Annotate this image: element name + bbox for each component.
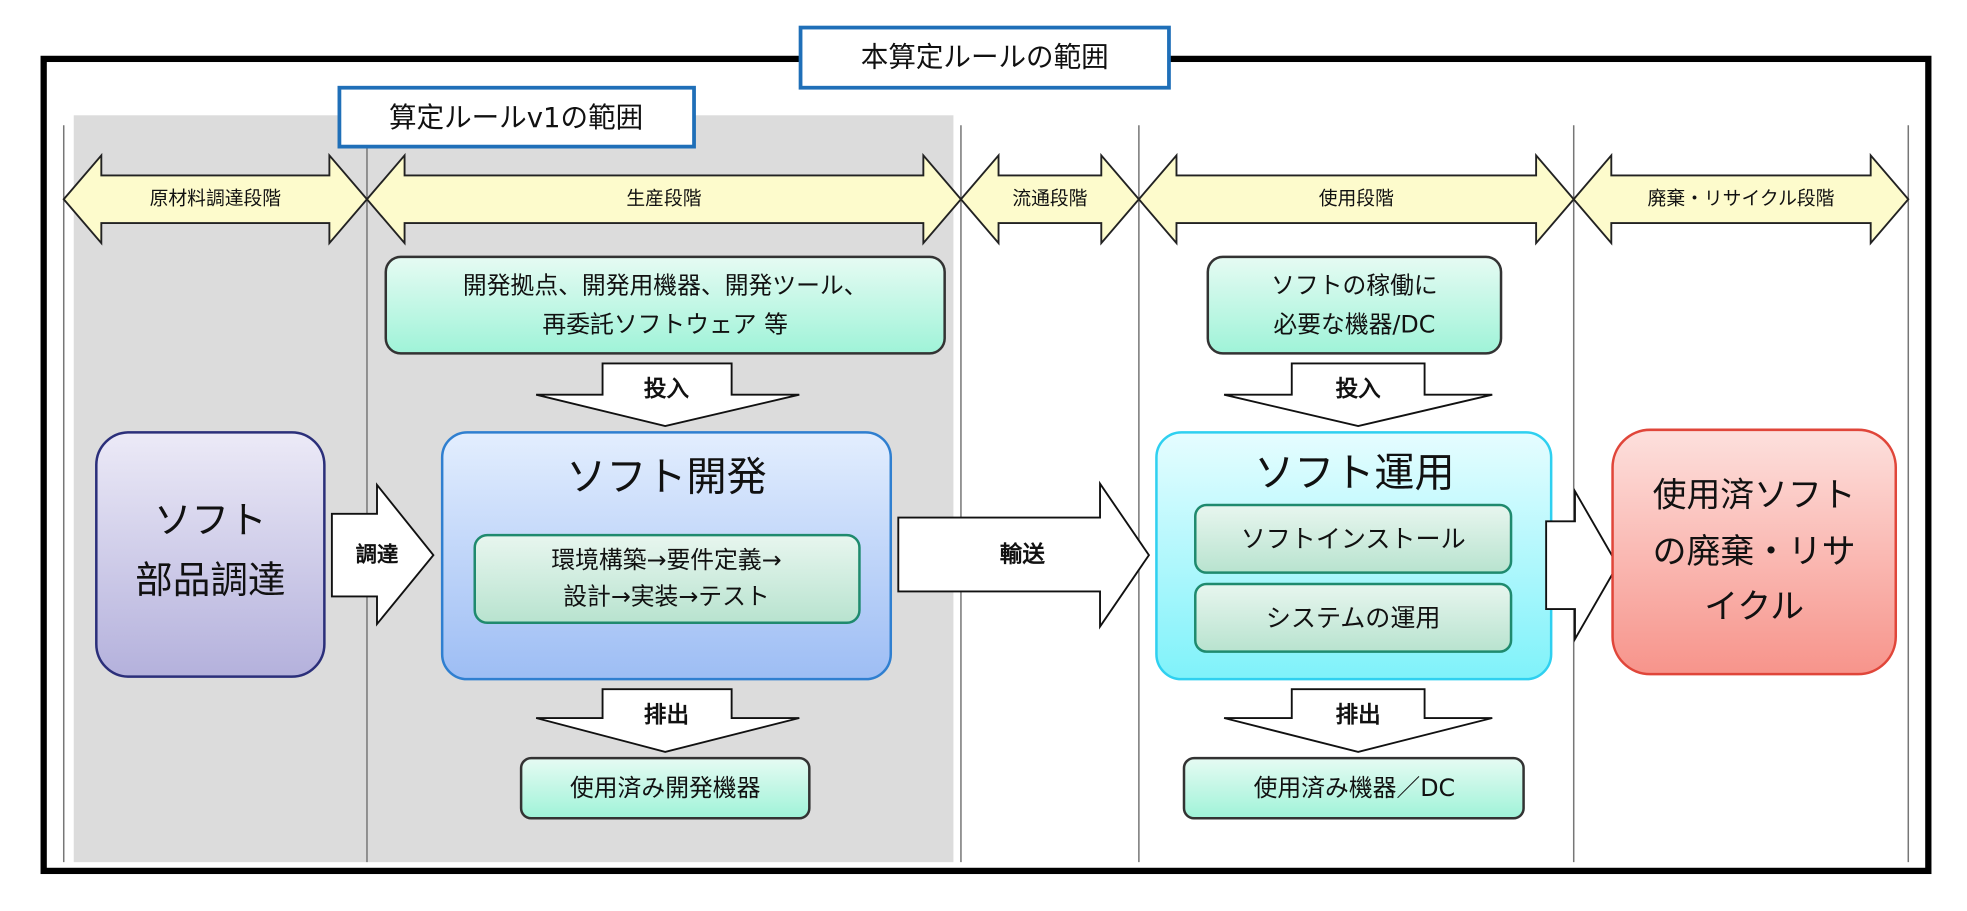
operation-title: ソフト運用 <box>1254 451 1454 497</box>
stage-arrow <box>1572 152 1910 246</box>
procurement-arrow: 調達 <box>330 482 435 627</box>
output-arrow-development-label: 排出 <box>644 703 689 729</box>
procurement-arrow-label: 調達 <box>356 542 399 568</box>
transport-arrow: 輸送 <box>897 480 1151 630</box>
development-title: ソフト開発 <box>566 454 766 500</box>
input-arrow-development: 投入 <box>535 362 800 428</box>
operation-inputs-line2: 必要な機器/DC <box>1273 311 1435 339</box>
output-arrow-development: 排出 <box>535 688 800 753</box>
disposal-arrow <box>1545 487 1619 643</box>
scope-label-text: 本算定ルールの範囲 <box>861 42 1109 74</box>
output-arrow-operation: 排出 <box>1223 688 1493 753</box>
v1-scope-label-text: 算定ルールv1の範囲 <box>389 102 643 134</box>
input-arrow-operation-label: 投入 <box>1336 377 1382 403</box>
procurement-title-line1: ソフト <box>154 498 267 542</box>
procurement-box <box>95 431 326 678</box>
output-arrow-operation-label: 排出 <box>1336 703 1381 729</box>
stage-arrows: 原材料調達段階 生産段階 流通段階 使用段階 廃棄・リサイクル段階 <box>62 152 1910 246</box>
stage-label: 使用段階 <box>1319 188 1394 210</box>
stage-dividers <box>62 125 1910 863</box>
disposal-box <box>1611 428 1898 676</box>
stage-label: 流通段階 <box>1012 188 1087 210</box>
stage-label: 生産段階 <box>626 188 701 210</box>
development-steps-box <box>473 533 861 625</box>
system-operation-label: システムの運用 <box>1266 603 1441 632</box>
input-arrow-development-label: 投入 <box>644 377 690 403</box>
system-operation-box <box>1194 582 1513 653</box>
development-steps-line2: 設計→実装→テスト <box>563 582 769 610</box>
stage-label: 原材料調達段階 <box>150 188 282 210</box>
transport-arrow-label: 輸送 <box>1000 541 1046 568</box>
disposal-title-line1: 使用済ソフト <box>1653 475 1856 514</box>
operation-inputs-box <box>1206 255 1503 355</box>
stage-label: 廃棄・リサイクル段階 <box>1648 188 1835 210</box>
operation-outputs-label: 使用済み機器／DC <box>1254 774 1456 802</box>
software-install-box <box>1194 503 1513 574</box>
procurement-title-line2: 部品調達 <box>135 558 285 602</box>
scope-label: 本算定ルールの範囲 <box>798 25 1171 90</box>
disposal-title-line2: の廃棄・リサ <box>1653 532 1856 571</box>
v1-scope-label: 算定ルールv1の範囲 <box>337 85 696 149</box>
operation-inputs-line1: ソフトの稼働に <box>1271 272 1438 300</box>
development-inputs-box <box>384 255 946 355</box>
input-arrow-operation: 投入 <box>1223 362 1493 428</box>
development-inputs-line1: 開発拠点、開発用機器、開発ツール、 <box>463 272 868 300</box>
software-install-label: ソフトインストール <box>1241 524 1466 553</box>
development-inputs-line2: 再委託ソフトウェア 等 <box>542 311 788 339</box>
development-steps-line1: 環境構築→要件定義→ <box>551 546 781 574</box>
disposal-title-line3: イクル <box>1704 587 1804 626</box>
operation-outputs-box <box>1182 756 1525 820</box>
development-outputs-box <box>519 756 811 820</box>
development-outputs-label: 使用済み開発機器 <box>570 774 761 802</box>
